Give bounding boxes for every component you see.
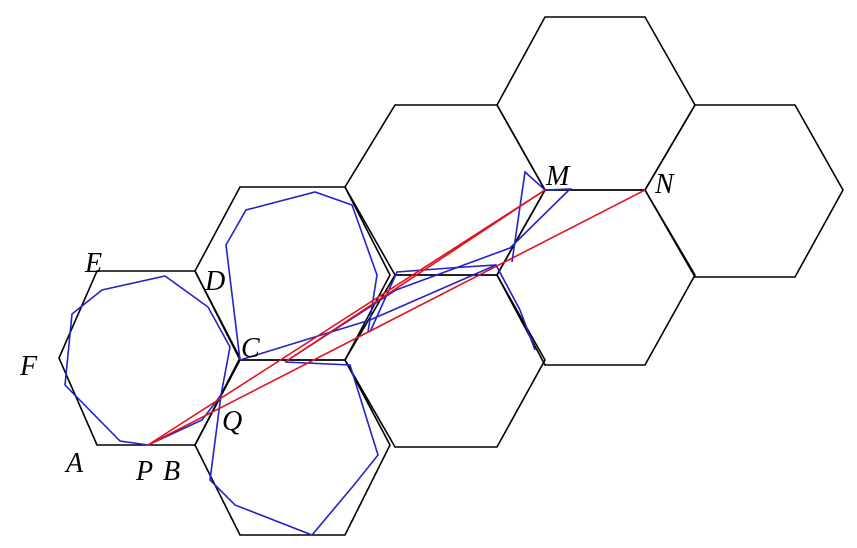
label-b: B [163,456,180,487]
blue-path-center [284,170,573,363]
reflection-path-blue [64,170,573,536]
blue-path-hexagon-2 [225,191,378,361]
label-n: N [654,169,675,200]
segment-c-to-m-parallel [284,189,546,363]
straight-segments-red [147,189,646,446]
label-f: F [19,351,38,382]
hexagon-row-1-col4 [496,16,696,191]
blue-path-center-2 [239,264,497,361]
hexagon-row0-col3 [344,104,546,276]
blue-path-hexagon-3 [209,361,379,536]
segment-p-to-m [147,189,546,446]
label-a: A [64,448,84,479]
hexagon-row0-col4 [496,189,696,366]
blue-path-hexagon-4 [369,264,536,351]
point-labels: A B C D E F M N P Q [19,161,675,487]
hexagon-row0-col5 [644,104,844,278]
segment-p-to-n [147,189,646,446]
blue-path-hexagon-1 [64,275,231,446]
label-c: C [241,333,260,364]
label-e: E [84,248,102,279]
hexagon-abcdef [58,270,241,446]
label-q: Q [222,406,242,437]
label-m: M [545,161,571,192]
label-p: P [135,456,153,487]
label-d: D [204,266,225,297]
